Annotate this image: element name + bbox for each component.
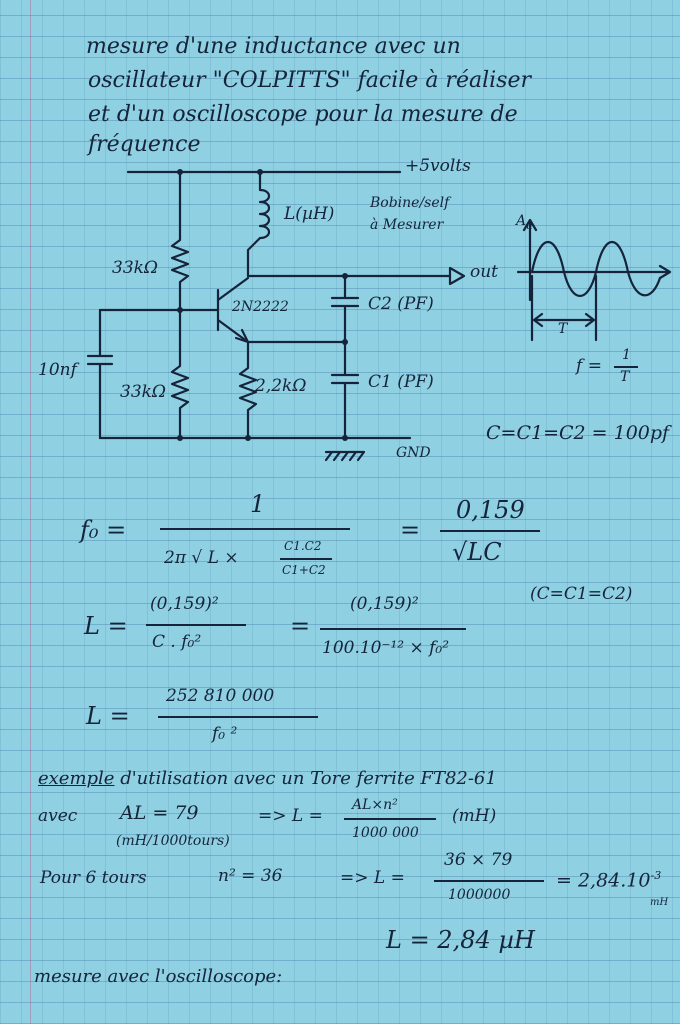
example-avec: avec — [38, 806, 78, 826]
calc-numerator: 36 × 79 — [444, 850, 513, 870]
title-line-3: et d'un oscilloscope pour la mesure de — [88, 102, 518, 127]
arrow-2: => L = — [340, 868, 405, 888]
result-value: = 2,84.10-3 — [556, 869, 662, 892]
supply-label: +5volts — [405, 156, 471, 176]
calc-denominator: 1000000 — [448, 887, 511, 903]
freq-lhs: f = — [576, 356, 602, 376]
al-formula-num: AL×n² — [352, 797, 398, 813]
waveform-axis-label: Au — [516, 213, 533, 232]
title-line-4: fréquence — [88, 132, 201, 157]
r-top-label: 33kΩ — [112, 258, 159, 278]
f0-inner-denominator: C1+C2 — [282, 563, 326, 577]
freq-fraction-bar — [614, 366, 638, 368]
inductor-label: L(µH) — [284, 204, 335, 224]
freq-num: 1 — [622, 347, 631, 363]
f0-lhs: f₀ = — [80, 516, 127, 544]
inductor-note-2: à Mesurer — [370, 217, 444, 233]
L-bar-1 — [146, 624, 246, 626]
f0-equals: = — [400, 516, 421, 544]
al-units: (mH/1000tours) — [116, 833, 230, 849]
L-bar-2 — [320, 628, 466, 630]
f0-alt-denominator: √LC — [452, 538, 502, 566]
L-numerator-1: (0,159)² — [150, 594, 219, 614]
L2-lhs: L = — [86, 702, 130, 730]
f0-alt-bar — [440, 530, 540, 532]
unit-mh: (mH) — [452, 806, 497, 826]
example-line: exemple d'utilisation avec un Tore ferri… — [38, 768, 497, 789]
f0-fraction-bar — [160, 528, 350, 530]
result-unit: mH — [650, 897, 669, 908]
final-result: L = 2,84 µH — [386, 926, 535, 954]
pour-6-tours: Pour 6 tours — [40, 868, 147, 888]
c1-label: C1 (PF) — [368, 372, 434, 392]
freq-den: T — [620, 369, 630, 385]
gnd-label: GND — [396, 445, 431, 461]
period-label: T — [558, 321, 568, 337]
f0-inner-bar — [280, 558, 332, 560]
inductor-note-1: Bobine/self — [370, 195, 450, 211]
out-label: out — [470, 262, 499, 282]
f0-alt-numerator: 0,159 — [456, 496, 525, 524]
f0-inner-numerator: C1.C2 — [284, 539, 322, 553]
al-formula-bar — [344, 818, 436, 820]
al-value: AL = 79 — [120, 802, 199, 824]
L2-numerator: 252 810 000 — [166, 686, 275, 706]
calc-bar — [434, 880, 544, 882]
c-equal-note: (C=C1=C2) — [530, 584, 633, 604]
c2-label: C2 (PF) — [368, 294, 434, 314]
caps-equal-note: C=C1=C2 = 100pf — [486, 422, 670, 444]
L2-denominator: f₀ ² — [212, 724, 238, 744]
L-numerator-2: (0,159)² — [350, 594, 419, 614]
r-bottom-label: 33kΩ — [120, 382, 167, 402]
f0-denominator: 2π √ L × — [164, 548, 239, 568]
transistor-label: 2N2222 — [232, 299, 289, 315]
L2-bar — [158, 716, 318, 718]
measure-line: mesure avec l'oscilloscope: — [34, 966, 283, 987]
L-denominator-2: 100.10⁻¹² × f₀² — [322, 638, 450, 658]
f0-numerator: 1 — [250, 490, 266, 518]
arrow-1: => L = — [258, 806, 323, 826]
title-line-2: oscillateur "COLPITTS" facile à réaliser — [88, 68, 531, 93]
al-formula-den: 1000 000 — [352, 825, 419, 841]
n-squared: n² = 36 — [218, 866, 283, 886]
L-denominator-1: C . f₀² — [152, 632, 202, 652]
L-lhs: L = — [84, 612, 128, 640]
L-equals: = — [290, 612, 311, 640]
r-emitter-label: 2,2kΩ — [255, 376, 307, 396]
colpitts-schematic — [86, 169, 672, 462]
title-line-1: mesure d'une inductance avec un — [86, 34, 461, 59]
capacitor-base-label: 10nf — [38, 360, 77, 380]
